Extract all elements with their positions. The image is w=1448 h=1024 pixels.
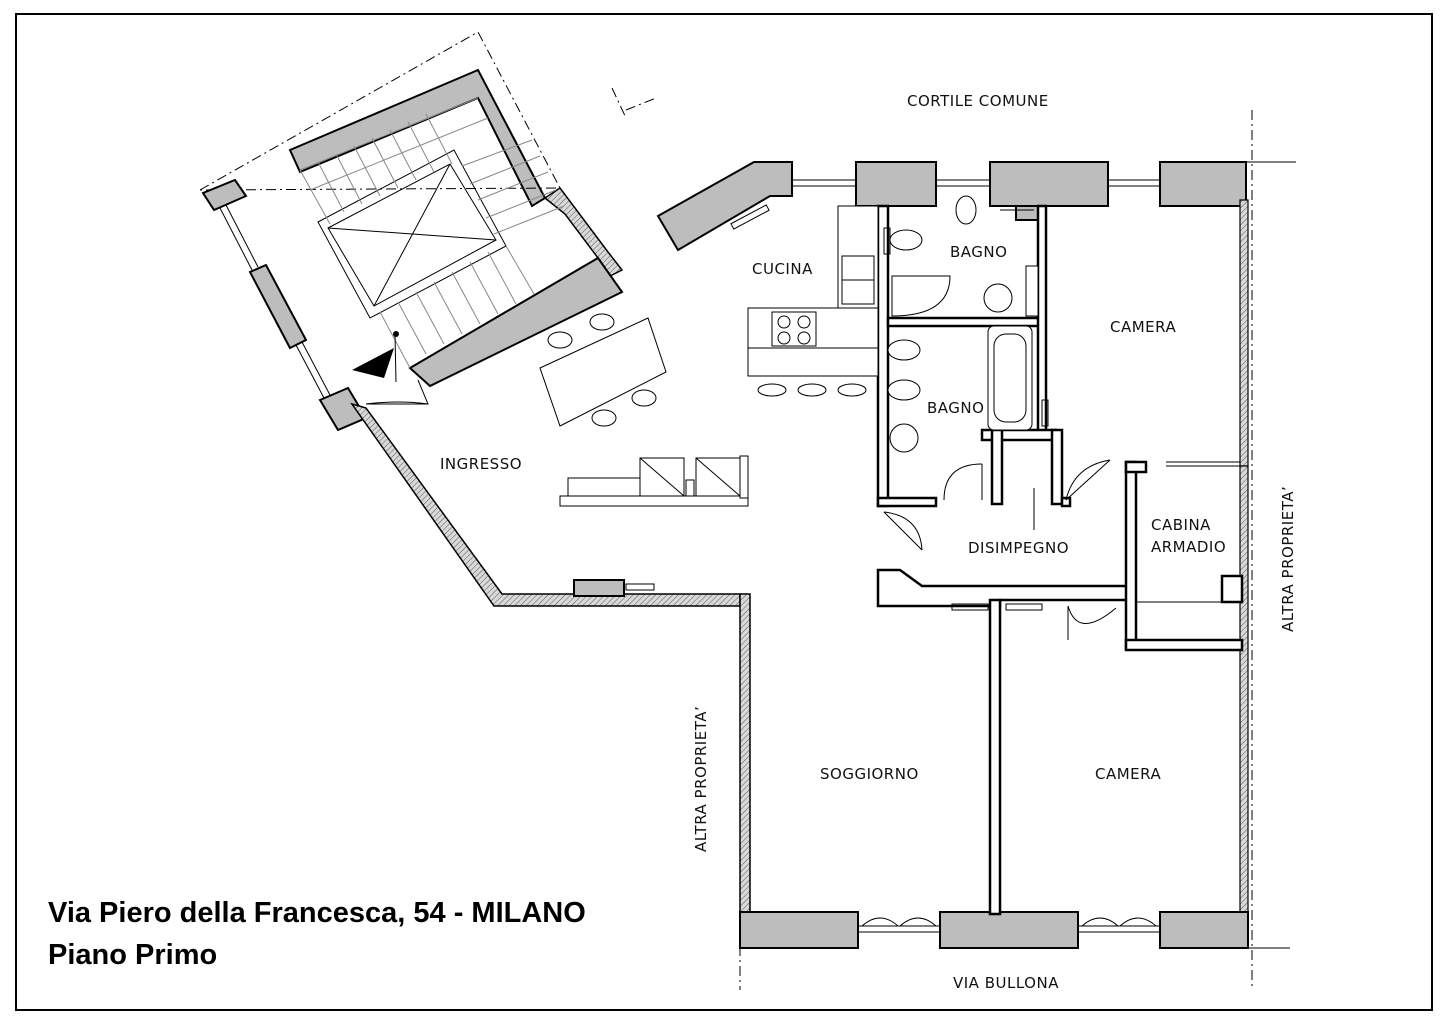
sink-icon: [983, 283, 1013, 313]
south-windows: [858, 917, 1160, 933]
wall-soggiorno-camera: [988, 598, 1002, 916]
bidet-icon: [955, 195, 977, 225]
bidet-icon: [887, 379, 921, 401]
wall-cabina-west: [1124, 460, 1138, 650]
window-line: [219, 207, 253, 271]
sheet-border: [15, 13, 1433, 1011]
window-line: [295, 344, 325, 399]
wall-dis-col: [1050, 428, 1064, 506]
wall-dis-south: [876, 568, 1132, 608]
stair-core-wall: [288, 68, 547, 208]
label-cucina: CUCINA: [752, 260, 813, 278]
stair-landing-line: [394, 333, 397, 383]
stair-treads: [299, 97, 565, 369]
right-wall-lower: [1239, 465, 1249, 947]
label-altra-proprieta-right: ALTRA PROPRIETA’: [1279, 486, 1297, 632]
north-windows: [792, 179, 1160, 187]
window-line: [225, 204, 259, 268]
kitchen-island-top: [747, 347, 879, 377]
label-ingresso: INGRESSO: [440, 455, 522, 473]
label-bagno-1: BAGNO: [950, 243, 1007, 261]
entry-door-swing: [365, 379, 429, 405]
label-camera-1: CAMERA: [1110, 318, 1176, 336]
south-wall-3: [1159, 911, 1249, 949]
floor-title: Piano Primo: [48, 939, 217, 971]
window-line: [301, 341, 331, 396]
north-wall-1: [855, 161, 937, 207]
property-line-top2: [625, 97, 657, 111]
label-armadio: ARMADIO: [1151, 538, 1226, 556]
stair-wall-south: [408, 256, 624, 388]
stair-wall-east: [543, 186, 624, 277]
stair-wall-west-mid: [248, 263, 308, 350]
property-line-top: [611, 87, 627, 119]
shower-icon: [891, 275, 951, 317]
address-title: Via Piero della Francesca, 54 - MILANO: [48, 897, 586, 929]
wall-dis-north-1: [876, 496, 938, 508]
stair-wall-west-upper: [201, 178, 248, 212]
wall-pillar: [573, 579, 625, 597]
label-altra-proprieta-left: ALTRA PROPRIETA’: [692, 706, 710, 852]
stair-outer-dashed: [198, 31, 561, 191]
kitchen: [747, 205, 879, 397]
bathroom-2-fixtures: [887, 325, 1033, 453]
landing-point: [393, 331, 399, 337]
label-cortile: CORTILE COMUNE: [907, 92, 1049, 110]
ingresso-cabinet: [559, 455, 749, 507]
wall-bath-mid: [886, 316, 1042, 328]
elevator-cross: [373, 163, 451, 307]
wall-cabina-top: [1124, 460, 1148, 474]
label-via: VIA BULLONA: [953, 974, 1059, 992]
stools: [757, 383, 867, 397]
label-cabina: CABINA: [1151, 516, 1211, 534]
entrance-arrow-icon: [352, 348, 394, 378]
wall-cabina-south: [1124, 638, 1244, 652]
wall-bath2-col: [990, 428, 1004, 506]
dining-table: [539, 313, 667, 427]
south-wall-2: [939, 911, 1079, 949]
wall-cabina-stub: [1220, 574, 1244, 604]
radiators: [625, 204, 1049, 611]
label-soggiorno: SOGGIORNO: [820, 765, 919, 783]
kitchen-wall-angled: [656, 161, 793, 252]
bathroom-1-fixtures: [889, 195, 1039, 317]
north-wall-2: [989, 161, 1109, 207]
label-bagno-2: BAGNO: [927, 399, 984, 417]
right-wall-upper: [1239, 199, 1249, 467]
sink-icon: [889, 423, 919, 453]
door-swings: [883, 209, 1117, 640]
toilet-icon: [887, 339, 921, 361]
toilet-icon: [889, 229, 923, 251]
north-wall-stub: [1015, 205, 1039, 221]
label-disimpegno: DISIMPEGNO: [968, 539, 1069, 557]
north-wall-3: [1159, 161, 1247, 207]
party-wall-left: [739, 593, 751, 945]
label-camera-2: CAMERA: [1095, 765, 1161, 783]
south-wall-1: [739, 911, 859, 949]
wall-bath-west: [876, 204, 890, 508]
